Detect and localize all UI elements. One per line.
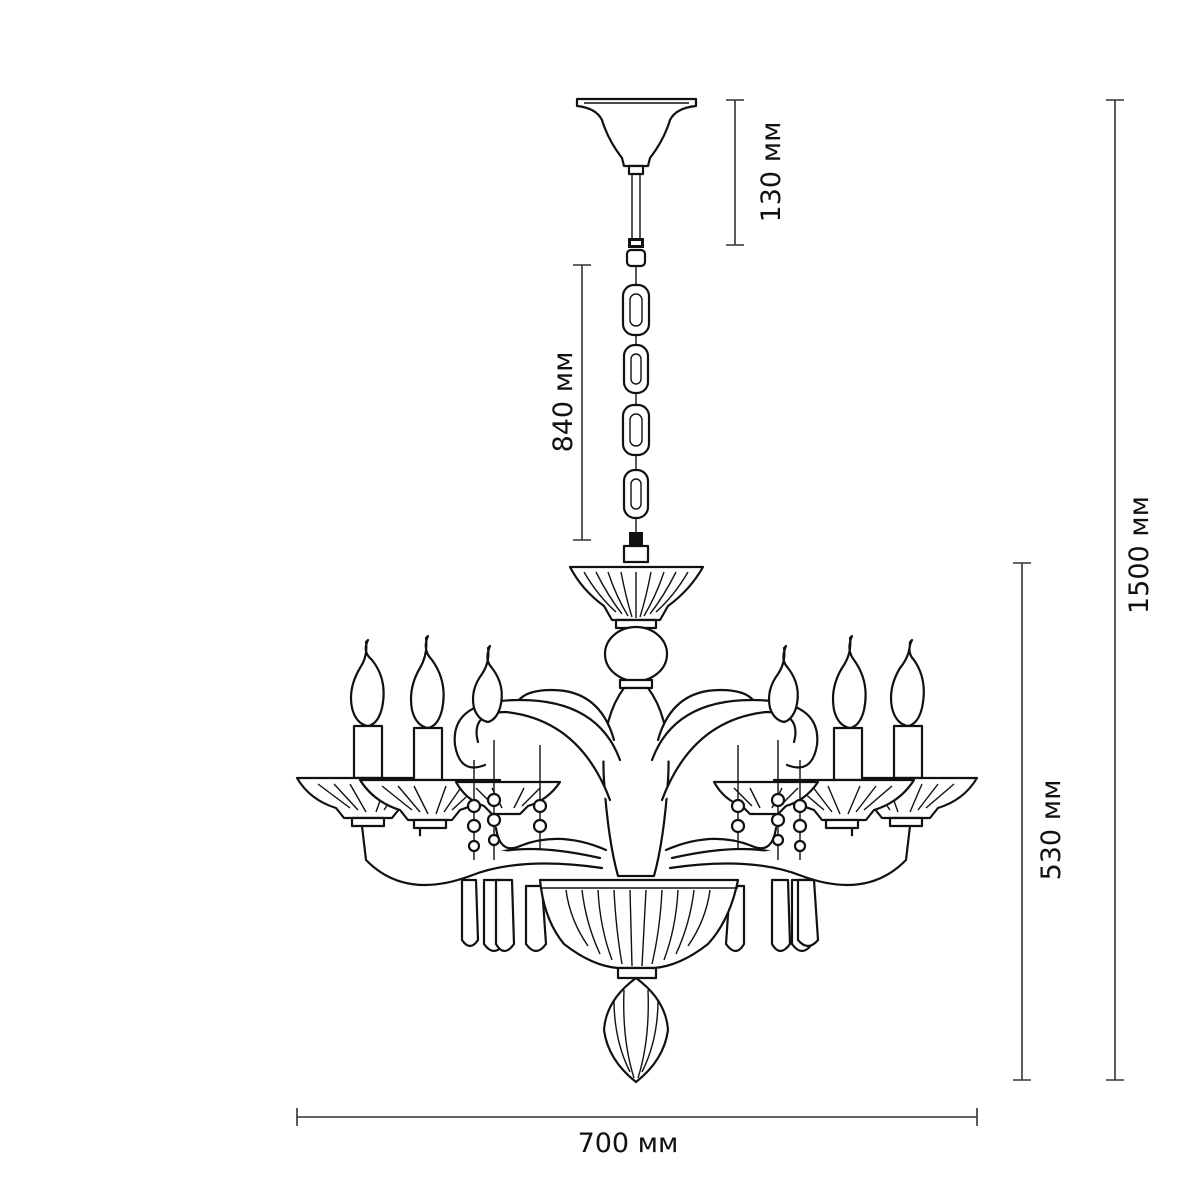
dimension-chain: 840 мм (548, 264, 591, 541)
dimension-body: 530 мм (1013, 562, 1067, 1081)
bottom-bowl-icon (538, 878, 740, 1084)
dimension-label-width: 700 мм (578, 1128, 679, 1159)
dimension-label-total-height: 1500 мм (1124, 496, 1155, 614)
hanging-crystals-icon (460, 878, 820, 953)
dimension-label-body: 530 мм (1036, 780, 1067, 881)
dimension-label-chain: 840 мм (548, 352, 579, 453)
dimension-label-ceiling-cup: 130 мм (756, 122, 787, 223)
dimension-ceiling-cup: 130 мм (726, 99, 787, 246)
beaded-drops-icon (466, 740, 808, 860)
dimension-width: 700 мм (296, 1108, 978, 1159)
central-column-icon (602, 625, 670, 878)
dimension-total-height: 1500 мм (1106, 99, 1155, 1081)
candle-arms-right-icon (712, 634, 979, 830)
crown-icon (568, 565, 705, 630)
candle-arms-left-icon (295, 634, 562, 830)
chain-icon (621, 248, 651, 564)
ceiling-cup-icon (575, 97, 698, 248)
arms-right-icon (650, 688, 912, 887)
